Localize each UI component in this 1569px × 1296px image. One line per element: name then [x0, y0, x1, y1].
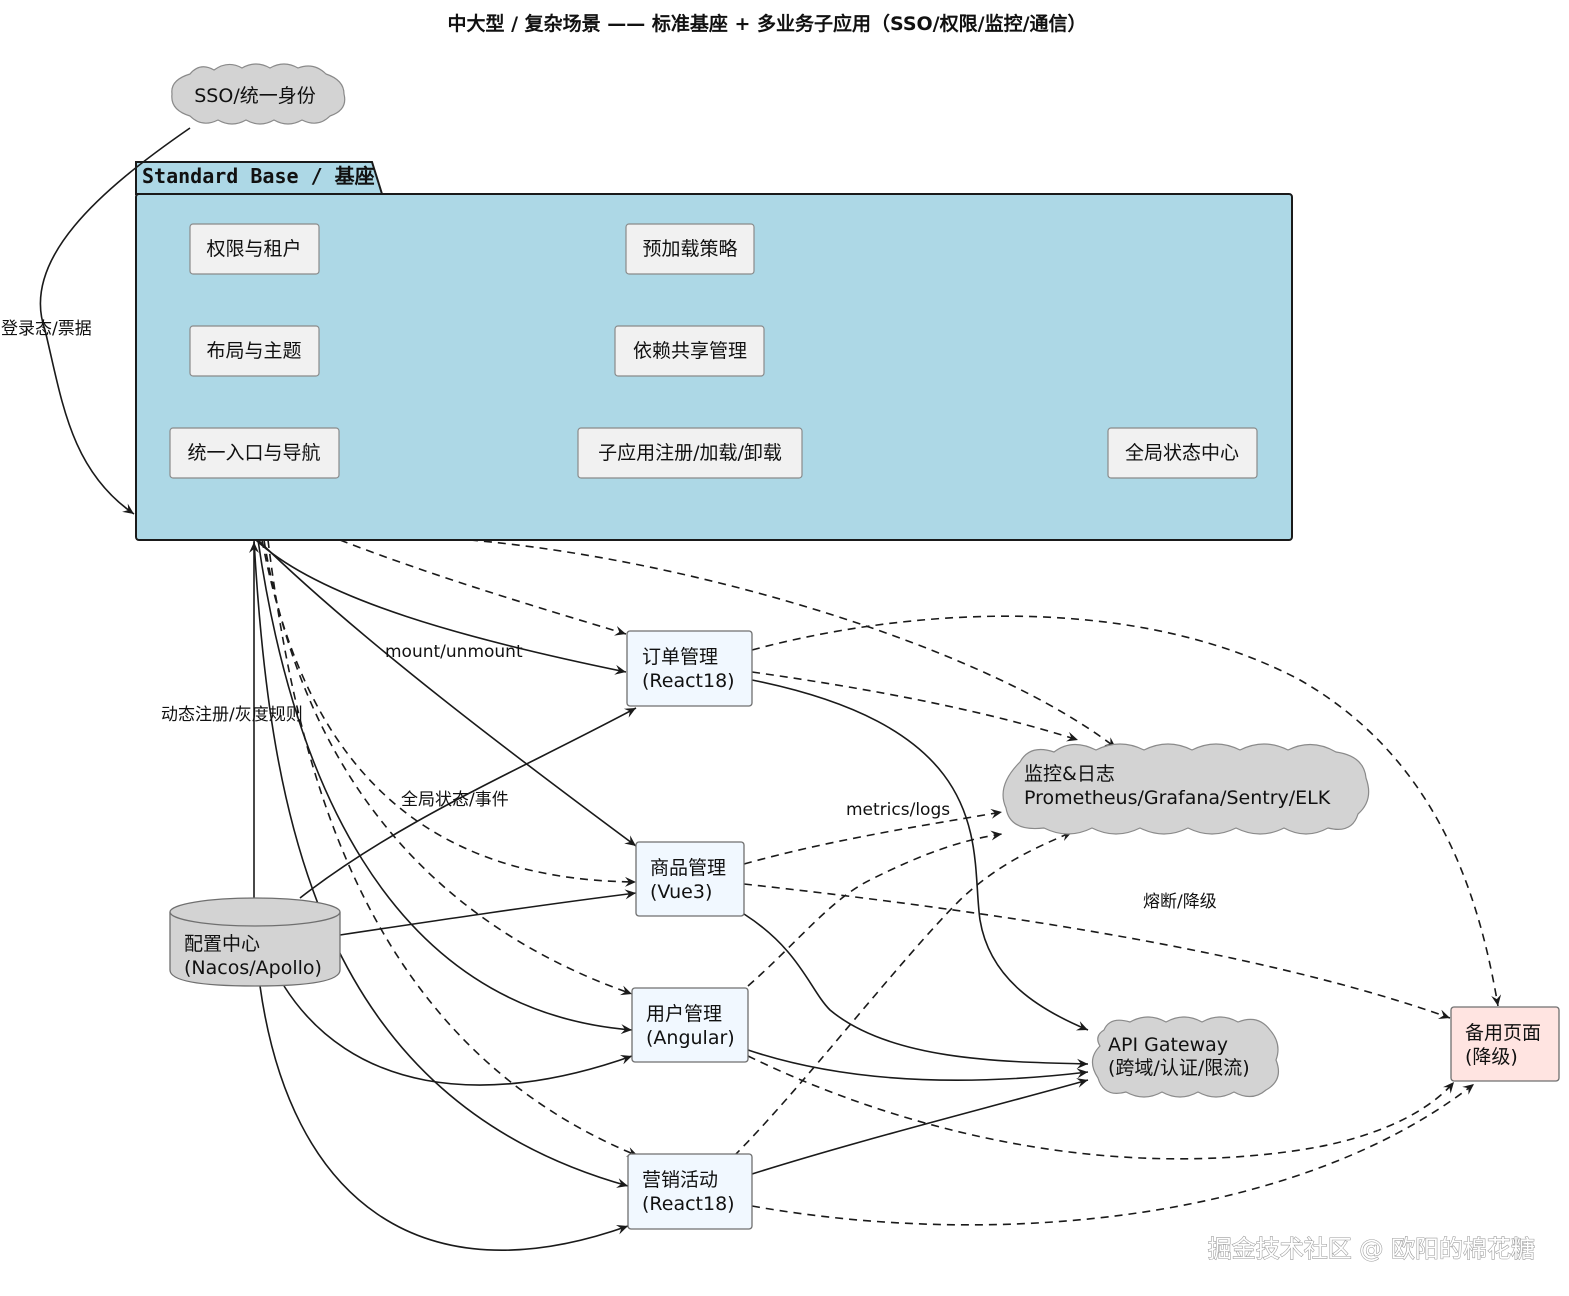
edge-label-login: 登录态/票据: [1, 319, 92, 339]
edge-sso-to-base: [39, 127, 191, 515]
edge-marketing-to-fallback: [751, 1083, 1475, 1226]
edge-order-to-gateway: [751, 679, 1089, 1031]
app-marketing-name: 营销活动: [642, 1169, 718, 1191]
edge-base-to-order: [255, 539, 627, 675]
monitor-name: 监控&日志: [1024, 763, 1115, 785]
edge-product-to-gateway: [743, 913, 1089, 1069]
svg-text:权限与租户: 权限与租户: [206, 238, 301, 260]
edge-base-to-user: [257, 539, 633, 1035]
edge-product-to-fallback: [743, 883, 1451, 1020]
module-entry-navigation: 统一入口与导航: [169, 427, 340, 479]
diagram-title: 中大型 / 复杂场景 —— 标准基座 + 多业务子应用（SSO/权限/监控/通信…: [447, 12, 1086, 35]
standard-base-package: Standard Base / 基座 权限与租户 布局与主题 统一入口与导航 预…: [135, 161, 1293, 541]
svg-text:全局状态中心: 全局状态中心: [1125, 442, 1239, 464]
svg-text:统一入口与导航: 统一入口与导航: [187, 442, 320, 464]
edge-label-metrics: metrics/logs: [846, 800, 950, 820]
svg-text:依赖共享管理: 依赖共享管理: [633, 340, 747, 362]
edge-config-to-marketing: [259, 985, 629, 1251]
edge-user-to-gateway: [747, 1049, 1089, 1081]
package-label: Standard Base / 基座: [142, 164, 375, 188]
edge-label-global-state: 全局状态/事件: [401, 790, 509, 810]
edge-order-to-fallback: [751, 615, 1502, 1007]
edge-config-to-order: [299, 707, 637, 899]
edge-base-to-product: [257, 539, 637, 847]
edge-user-to-monitor: [747, 830, 1003, 987]
gateway-name: API Gateway: [1108, 1034, 1228, 1056]
module-preload-strategy: 预加载策略: [625, 223, 755, 275]
edge-config-to-user: [283, 985, 633, 1086]
app-user: 用户管理 (Angular): [631, 987, 749, 1063]
edge-order-to-monitor: [751, 671, 1079, 742]
app-order: 订单管理 (React18): [626, 630, 753, 707]
app-user-tech: (Angular): [646, 1027, 735, 1049]
config-center-database: 配置中心 (Nacos/Apollo): [169, 897, 341, 987]
app-order-name: 订单管理: [642, 646, 718, 668]
app-product: 商品管理 (Vue3): [635, 841, 745, 917]
sso-cloud: SSO/统一身份: [171, 63, 346, 125]
edge-marketing-to-gateway: [751, 1078, 1089, 1175]
edge-user-to-fallback: [747, 1055, 1455, 1160]
sso-label: SSO/统一身份: [194, 85, 315, 107]
api-gateway-cloud: API Gateway (跨域/认证/限流): [1091, 1016, 1279, 1098]
module-global-state-center: 全局状态中心: [1107, 427, 1258, 479]
fallback-page: 备用页面 (降级): [1450, 1006, 1560, 1082]
watermark: 掘金技术社区 @ 欧阳的棉花糖: [1208, 1235, 1535, 1263]
edge-label-mount: mount/unmount: [385, 642, 523, 662]
svg-text:布局与主题: 布局与主题: [206, 340, 301, 362]
module-dependency-sharing: 依赖共享管理: [614, 325, 765, 377]
fallback-note: (降级): [1465, 1046, 1518, 1068]
app-product-tech: (Vue3): [650, 881, 712, 903]
module-layout-theme: 布局与主题: [189, 325, 320, 377]
edge-label-dynamic: 动态注册/灰度规则: [161, 705, 303, 725]
edge-label-circuit: 熔断/降级: [1143, 892, 1217, 912]
svg-text:子应用注册/加载/卸载: 子应用注册/加载/卸载: [598, 442, 782, 464]
monitor-tools: Prometheus/Grafana/Sentry/ELK: [1024, 787, 1331, 809]
edge-marketing-to-monitor: [733, 831, 1073, 1157]
edge-base-to-marketing: [253, 539, 629, 1188]
edge-base-to-marketing-dashed: [267, 539, 639, 1157]
app-marketing-tech: (React18): [642, 1193, 735, 1215]
edge-product-to-monitor: [743, 808, 1003, 865]
gateway-features: (跨域/认证/限流): [1108, 1057, 1250, 1079]
edge-base-to-product-dashed: [261, 539, 637, 887]
edge-base-to-user-dashed: [263, 539, 633, 996]
svg-text:预加载策略: 预加载策略: [642, 238, 737, 260]
app-order-tech: (React18): [642, 670, 735, 692]
app-product-name: 商品管理: [650, 857, 726, 879]
app-user-name: 用户管理: [646, 1003, 722, 1025]
edge-config-to-product: [339, 889, 637, 936]
app-marketing: 营销活动 (React18): [627, 1153, 753, 1230]
monitor-cloud: 监控&日志 Prometheus/Grafana/Sentry/ELK: [1002, 743, 1370, 835]
config-center-name: 配置中心: [184, 933, 260, 955]
edge-base-to-monitor: [469, 539, 1117, 749]
module-subapp-registry: 子应用注册/加载/卸载: [577, 427, 803, 479]
config-center-tech: (Nacos/Apollo): [184, 957, 322, 979]
fallback-name: 备用页面: [1465, 1022, 1541, 1044]
module-auth-tenant: 权限与租户: [189, 223, 320, 275]
